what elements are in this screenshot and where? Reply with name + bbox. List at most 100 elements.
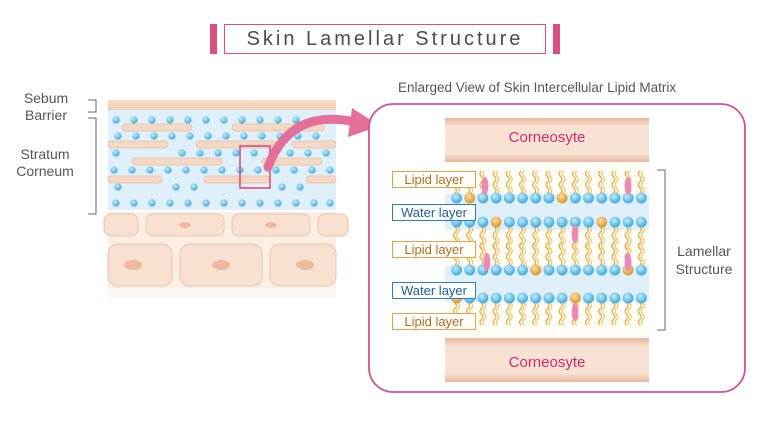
lamellar-structure-label: Lamellar Structure [675, 243, 733, 277]
title-bar-right [553, 24, 560, 54]
layer-tag-lipid-1: Lipid layer [392, 171, 476, 188]
lipid-head [517, 292, 528, 304]
lipid-tail [624, 302, 629, 326]
title-bar-left [210, 24, 217, 54]
layer-tag-water-2: Water layer [392, 282, 476, 299]
lipid-tail [627, 302, 632, 326]
lipid-tail [601, 170, 606, 194]
layer-tag-lipid-3: Lipid layer [392, 313, 476, 330]
lipid-tail [587, 302, 593, 326]
lipid-head [596, 192, 608, 204]
diagram-title: Skin Lamellar Structure [224, 24, 546, 54]
lipid-tail [518, 242, 524, 266]
lipid-tail [598, 302, 603, 326]
lipid-tail [518, 302, 524, 326]
lipid-tail [561, 242, 566, 266]
lipid-tail [561, 170, 566, 194]
lipid-tail [587, 170, 593, 194]
lamellar-bracket [657, 169, 666, 331]
lipid-head [635, 216, 647, 228]
lipid-head [503, 216, 515, 228]
lipid-head [583, 192, 594, 204]
lipid-tail [505, 170, 510, 194]
lipid-head [635, 192, 647, 204]
enlarged-view-title: Enlarged View of Skin Intercellular Lipi… [398, 80, 677, 95]
lipid-tail [535, 242, 540, 266]
lipid-tail [548, 170, 553, 194]
lipid-head [583, 292, 594, 304]
lipid-head [635, 292, 647, 304]
lipid-tail [495, 242, 500, 266]
lipid-head [477, 192, 489, 204]
lipid-tail [492, 242, 497, 266]
lipid-head [451, 192, 462, 204]
lipid-head [464, 264, 476, 276]
lipid-tail [584, 302, 590, 326]
lipid-head [503, 292, 515, 304]
lipid-tail [571, 242, 576, 266]
lipid-head [609, 192, 621, 204]
sebum-bracket [88, 99, 97, 113]
stratum-corneum-label: Stratum Corneum [16, 146, 74, 179]
lipid-tail [508, 170, 513, 194]
cholesterol-molecule [483, 253, 491, 271]
cholesterol-molecule [624, 177, 632, 195]
lipid-head [517, 264, 528, 276]
lipid-tail [558, 242, 563, 266]
lipid-head [556, 216, 568, 228]
lipid-tail [492, 302, 497, 326]
lipid-tail [479, 242, 484, 266]
lipid-head [596, 292, 608, 304]
lipid-tail [611, 170, 616, 194]
lipid-tail [640, 170, 645, 194]
lipid-head [543, 264, 555, 276]
lipid-tail [508, 242, 513, 266]
lipid-head [622, 192, 634, 204]
lipid-head [569, 264, 581, 276]
lipid-head [569, 192, 581, 204]
lipid-head [543, 192, 555, 204]
lipid-tail [611, 302, 616, 326]
lipid-head [583, 216, 594, 228]
lipid-head [477, 216, 489, 228]
corneocyte-top-label: Corneosyte [508, 129, 586, 146]
lipid-head [490, 192, 502, 204]
lipid-tail [601, 302, 606, 326]
lipid-head [543, 292, 555, 304]
ceramide-head [596, 216, 608, 228]
lipid-tail [492, 170, 497, 194]
ceramide-head [464, 192, 476, 204]
layer-tag-lipid-2: Lipid layer [392, 241, 476, 258]
lipid-head [530, 292, 542, 304]
lipid-head [543, 216, 555, 228]
lipid-tail [535, 302, 540, 326]
lipid-head [609, 216, 621, 228]
lipid-head [609, 292, 621, 304]
lipid-tail [637, 242, 642, 266]
lipid-tail [532, 242, 537, 266]
lipid-head [490, 292, 502, 304]
lipid-tail [598, 170, 603, 194]
lipid-tail [584, 170, 590, 194]
lipid-head [596, 264, 608, 276]
lipid-tail [558, 302, 563, 326]
lipid-tail [640, 302, 645, 326]
lipid-head [609, 264, 621, 276]
ceramide-head [556, 192, 568, 204]
lipid-tail [545, 170, 550, 194]
lipid-tail [574, 170, 579, 194]
lipid-tail [545, 302, 550, 326]
lipid-tail [571, 170, 576, 194]
dot-row-2 [114, 132, 320, 140]
lipid-tail [495, 302, 500, 326]
cholesterol-molecule [624, 253, 632, 271]
lipid-tail [614, 242, 619, 266]
dot-row-6 [112, 199, 334, 207]
dot-row-4 [110, 166, 334, 174]
lipid-head [530, 216, 542, 228]
lipid-tail [545, 242, 550, 266]
lipid-head [517, 192, 528, 204]
lipid-tail [521, 170, 527, 194]
lipid-tail [611, 242, 616, 266]
skin-cross-section [100, 100, 349, 308]
